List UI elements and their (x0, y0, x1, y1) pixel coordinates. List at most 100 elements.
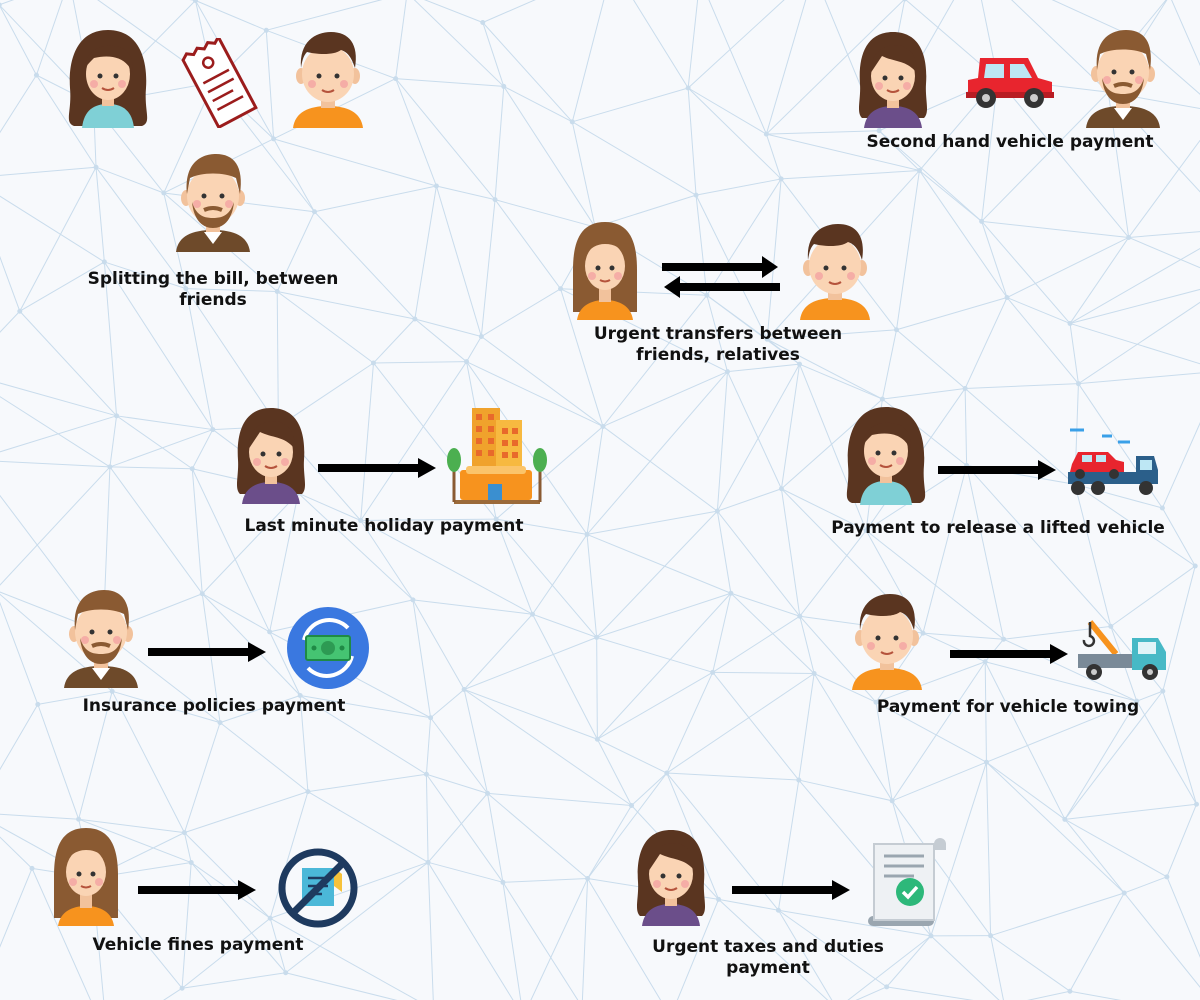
network-line (219, 695, 301, 724)
network-line (581, 878, 589, 1000)
network-line (360, 361, 467, 521)
network-line (184, 791, 309, 834)
network-line (882, 387, 966, 400)
network-node (728, 590, 734, 596)
network-line (712, 671, 815, 674)
network-line (202, 593, 270, 633)
network-node (271, 136, 277, 142)
network-line (104, 261, 187, 290)
network-line (36, 74, 97, 168)
network-line (163, 192, 187, 289)
network-line (191, 468, 203, 594)
network-line (716, 511, 732, 594)
network-line (1064, 803, 1197, 820)
network-line (666, 672, 714, 774)
network-line (425, 774, 429, 863)
network-line (78, 818, 185, 834)
network-line (891, 661, 986, 802)
network-line (277, 290, 415, 320)
network-line (922, 465, 968, 634)
network-line (986, 761, 1125, 894)
network-line (1162, 690, 1197, 805)
network-line (730, 592, 800, 617)
network-line (666, 673, 815, 774)
network-line (185, 288, 214, 430)
network-node (884, 984, 890, 990)
network-line (482, 22, 573, 123)
network-line (373, 361, 467, 364)
network-line (1003, 638, 1137, 702)
network-line (780, 364, 801, 489)
network-node (962, 385, 968, 391)
network-line (886, 986, 974, 1000)
network-line (502, 878, 588, 883)
network-line (781, 488, 867, 531)
network-line (1064, 700, 1138, 820)
network-line (596, 592, 732, 740)
network-line (1124, 876, 1168, 894)
network-line (1006, 237, 1129, 298)
network-line (1134, 0, 1167, 38)
network-node (493, 516, 499, 522)
network-line (1162, 565, 1196, 692)
network-line (1069, 892, 1125, 992)
network-line (798, 673, 815, 781)
network-line (571, 0, 605, 122)
network-line (0, 0, 15, 6)
network-line (766, 133, 920, 172)
network-line (373, 318, 416, 364)
network-node (716, 896, 722, 902)
network-node (297, 693, 303, 699)
network-line (487, 793, 504, 883)
network-line (502, 882, 579, 1000)
network-node (464, 359, 470, 365)
network-line (1069, 237, 1130, 324)
network-node (33, 72, 39, 78)
network-line (412, 599, 465, 690)
network-line (0, 5, 37, 76)
network-line (0, 255, 21, 312)
network-line (112, 690, 221, 724)
scenario-label: Payment to release a lifted vehicle (831, 518, 1165, 538)
network-node (501, 83, 507, 89)
network-line (984, 661, 1066, 820)
money-exchange-icon (287, 607, 369, 689)
network-line (0, 382, 117, 417)
network-line (37, 690, 113, 705)
scenario-label: Second hand vehicle payment (866, 132, 1154, 152)
network-line (1161, 507, 1196, 567)
network-line (183, 722, 221, 833)
network-line (273, 138, 437, 187)
network-line (269, 917, 418, 1000)
network-node (199, 591, 205, 597)
network-line (185, 288, 279, 427)
network-line (0, 396, 111, 468)
network-line (297, 492, 414, 601)
network-line (766, 178, 782, 340)
arrow-icon (938, 460, 1056, 480)
network-line (875, 661, 986, 703)
network-line (596, 636, 713, 673)
network-line (813, 673, 877, 703)
network-line (1069, 247, 1200, 324)
network-node (1067, 320, 1073, 326)
network-line (708, 0, 767, 135)
network-line (778, 909, 932, 937)
network-line (631, 772, 668, 806)
network-line (480, 199, 496, 337)
network-line (896, 329, 966, 389)
network-line (597, 671, 713, 740)
car-on-truck-icon (1068, 428, 1158, 495)
network-line (981, 221, 1071, 324)
network-line (430, 689, 465, 719)
network-node (263, 27, 269, 33)
network-line (985, 661, 1137, 702)
network-line (964, 388, 968, 466)
network-line (930, 762, 987, 936)
network-line (466, 361, 588, 535)
network-node (664, 770, 670, 776)
network-node (480, 20, 486, 26)
network-node (763, 131, 769, 137)
network-node (693, 192, 699, 198)
arrow-icon (138, 880, 256, 900)
